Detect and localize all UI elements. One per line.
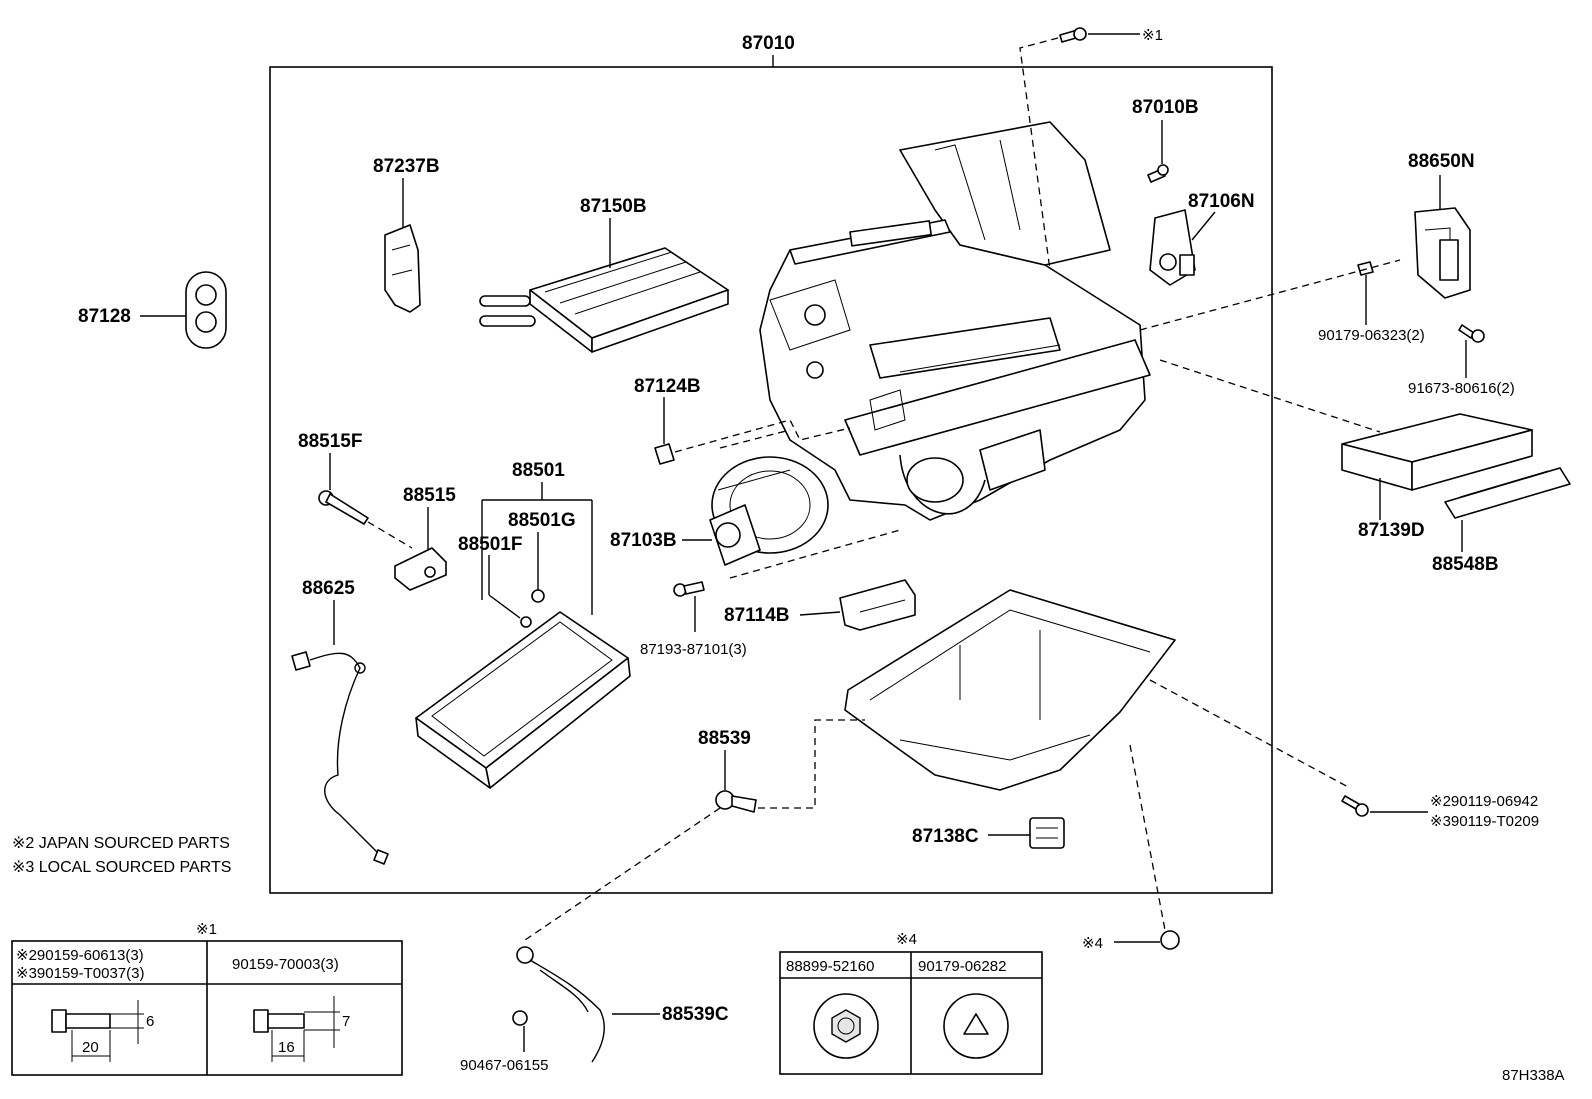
table-ref4: ※4 88899-52160 90179-06282 <box>779 931 1043 1075</box>
expansion-valve-88515[interactable] <box>394 547 447 591</box>
note-local-sourced: ※3 LOCAL SOURCED PARTS <box>12 859 231 876</box>
blower-motor-87103B[interactable] <box>709 456 829 566</box>
servo-87106N[interactable] <box>1149 209 1196 286</box>
label-88548B[interactable]: 88548B <box>1432 554 1499 575</box>
label-88539[interactable]: 88539 <box>698 728 751 749</box>
table-ref4-col2[interactable]: 90179-06282 <box>918 958 1006 975</box>
drain-88539[interactable] <box>715 790 757 813</box>
table-ref4-title: ※4 <box>896 931 917 948</box>
label-88501G[interactable]: 88501G <box>508 510 576 531</box>
table-ref1: ※1 ※290159-60613(3) ※390159-T0037(3) 901… <box>11 921 403 1076</box>
bolt2-len: 16 <box>278 1039 295 1056</box>
clip-90179-06323[interactable] <box>1357 261 1374 276</box>
label-87128[interactable]: 87128 <box>78 306 131 327</box>
label-87010[interactable]: 87010 <box>742 33 795 54</box>
label-87124B[interactable]: 87124B <box>634 376 701 397</box>
label-87138C[interactable]: 87138C <box>912 826 979 847</box>
label-87010B[interactable]: 87010B <box>1132 97 1199 118</box>
bolt1-dia: 6 <box>146 1013 154 1030</box>
cover-88548B[interactable] <box>1444 467 1571 519</box>
label-ref4[interactable]: ※4 <box>1082 935 1103 952</box>
label-88539C[interactable]: 88539C <box>662 1004 729 1025</box>
label-ref1-top[interactable]: ※1 <box>1142 27 1163 44</box>
clip-90467-06155[interactable] <box>512 1010 528 1026</box>
table-ref4-col1[interactable]: 88899-52160 <box>786 958 874 975</box>
table-ref1-col1-line1[interactable]: ※290159-60613(3) <box>16 947 144 964</box>
label-87193-87101[interactable]: 87193-87101(3) <box>640 641 747 658</box>
hose-88539C[interactable] <box>516 946 605 1063</box>
screw-87010B[interactable] <box>1147 164 1169 183</box>
label-88501[interactable]: 88501 <box>512 460 565 481</box>
nut-ref4[interactable] <box>1160 930 1180 950</box>
label-88501F[interactable]: 88501F <box>458 534 522 555</box>
diagram-code: 87H338A <box>1502 1067 1565 1084</box>
label-88625[interactable]: 88625 <box>302 578 355 599</box>
bolt1-len: 20 <box>82 1039 99 1056</box>
bolt2-dia: 7 <box>342 1013 350 1030</box>
hvac-housing[interactable] <box>759 121 1151 521</box>
bolt-icon-2 <box>253 996 340 1062</box>
assembly-frame <box>269 66 1273 894</box>
label-88515F[interactable]: 88515F <box>298 431 362 452</box>
label-ref2-bolt[interactable]: ※290119-06942 <box>1430 793 1538 810</box>
lower-case[interactable] <box>844 589 1176 791</box>
nut-icon-88899 <box>813 993 879 1059</box>
label-90467-06155[interactable]: 90467-06155 <box>460 1057 548 1074</box>
bolt-91673-80616[interactable] <box>1458 324 1485 343</box>
label-ref3-bolt[interactable]: ※390119-T0209 <box>1430 813 1539 830</box>
table-ref1-col1-line2[interactable]: ※390159-T0037(3) <box>16 965 144 982</box>
heater-core-87150B[interactable] <box>479 247 729 353</box>
clip-87124B[interactable] <box>654 443 675 465</box>
bracket-87114B[interactable] <box>839 579 916 631</box>
label-87150B[interactable]: 87150B <box>580 196 647 217</box>
screw-88515F[interactable] <box>318 490 369 525</box>
label-87106N[interactable]: 87106N <box>1188 191 1255 212</box>
label-91673-80616[interactable]: 91673-80616(2) <box>1408 380 1515 397</box>
grommet-87128[interactable] <box>185 271 227 349</box>
label-88515[interactable]: 88515 <box>403 485 456 506</box>
bracket-87237B[interactable] <box>384 224 421 313</box>
screw-87193-87101[interactable] <box>673 581 705 597</box>
o-ring-88501F[interactable] <box>520 616 532 628</box>
label-88650N[interactable]: 88650N <box>1408 151 1475 172</box>
thermistor-88625[interactable] <box>291 651 389 865</box>
filter-87139D[interactable] <box>1341 413 1533 491</box>
evaporator-88501[interactable] <box>415 611 631 789</box>
amplifier-88650N[interactable] <box>1414 207 1471 299</box>
label-87237B[interactable]: 87237B <box>373 156 440 177</box>
label-87103B[interactable]: 87103B <box>610 530 677 551</box>
label-87114B[interactable]: 87114B <box>724 605 790 626</box>
table-ref1-col2[interactable]: 90159-70003(3) <box>232 956 339 973</box>
connector-87138C[interactable] <box>1029 817 1065 849</box>
label-90179-06323[interactable]: 90179-06323(2) <box>1318 327 1425 344</box>
note-japan-sourced: ※2 JAPAN SOURCED PARTS <box>12 835 230 852</box>
bolt-icon-1 <box>51 1000 144 1062</box>
label-87139D[interactable]: 87139D <box>1358 520 1425 541</box>
nut-icon-90179 <box>943 993 1009 1059</box>
screw-ref1-top[interactable] <box>1059 27 1087 43</box>
o-ring-88501G[interactable] <box>531 589 545 603</box>
table-ref1-title: ※1 <box>196 921 217 938</box>
bolt-90119[interactable] <box>1341 795 1369 817</box>
